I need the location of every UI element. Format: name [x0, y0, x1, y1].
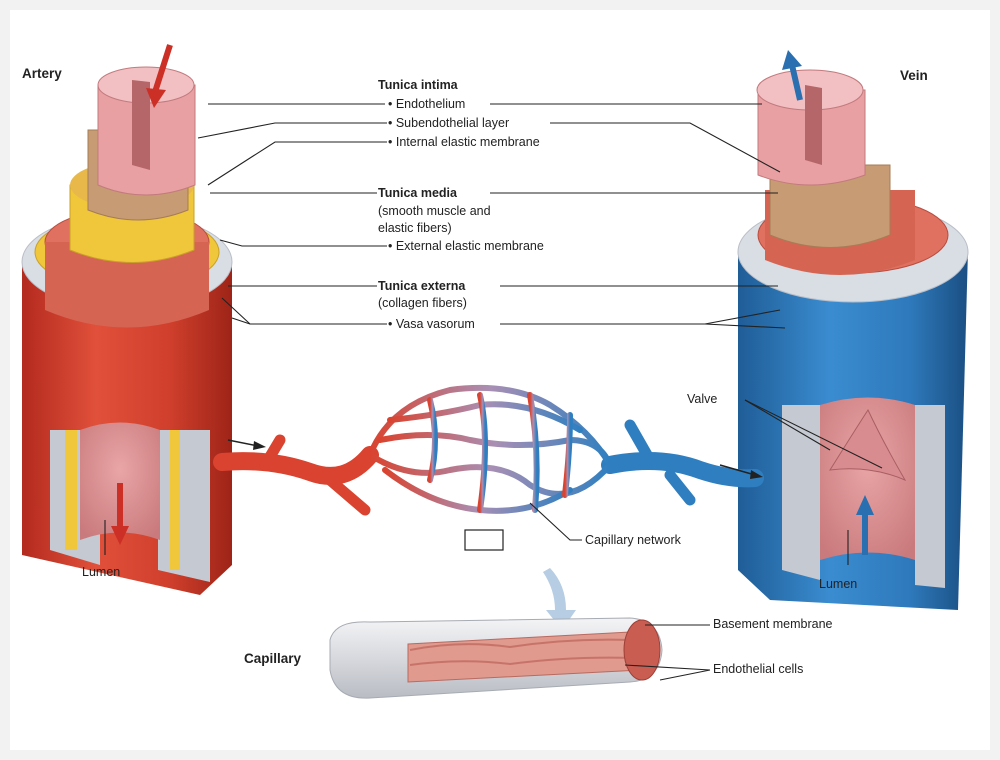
blood-vessel-illustration [21, 44, 969, 699]
flow-pointer-right-head [750, 470, 763, 479]
artery-lumen [80, 422, 160, 540]
vein-cut-wall-left [782, 405, 820, 580]
vein-valve [829, 408, 907, 482]
leader-vasa-artery-1 [221, 297, 387, 325]
vasa-vasorum-label: • Vasa vasorum [388, 317, 475, 331]
endothelial-cell-lines [409, 638, 631, 651]
vein-lumen-slot [805, 85, 822, 165]
flow-pointer-left [227, 439, 259, 447]
tunica-externa-desc: (collagen fibers) [378, 296, 467, 310]
valve-label: Valve [687, 392, 718, 406]
vein-label: Vein [900, 68, 928, 83]
artery-elastic-stripe [65, 430, 77, 550]
capillary-network [367, 384, 613, 514]
vein-lumen-label: Lumen [819, 577, 858, 591]
leader-external-elastic [219, 239, 387, 247]
tunica-media-desc-2: elastic fibers) [378, 221, 452, 235]
flow-pointer-left-head [253, 441, 266, 450]
diagram-canvas: Artery Vein Tunica intima • Endothelium … [10, 10, 990, 750]
leader-endothelial-2 [659, 669, 711, 681]
artery-label: Artery [22, 66, 62, 81]
artery-lumen-label: Lumen [82, 565, 121, 579]
leader-internal-elastic [207, 141, 387, 186]
artery-illustration [21, 66, 233, 595]
artery-lumen-arrowhead [111, 526, 129, 545]
capillary-open-end [623, 619, 661, 681]
vein-lumen-arrowhead [856, 495, 874, 515]
tunica-intima-label: Tunica intima [378, 78, 458, 92]
leader-valve-2 [744, 399, 883, 469]
flow-arrows [111, 44, 874, 555]
subendothelial-label: • Subendothelial layer [388, 116, 510, 130]
vein-subendothelial [769, 164, 891, 248]
capillary-zoom-box [464, 529, 504, 551]
artery-cut-wall-right [158, 430, 210, 582]
artery-media-side [45, 242, 209, 328]
basement-membrane-label: Basement membrane [713, 617, 833, 631]
leader-endothelial-1 [624, 664, 711, 671]
venule-branch [601, 419, 764, 506]
endothelium-label: • Endothelium [388, 97, 466, 111]
artery-elastic-stripe-2 [170, 430, 180, 570]
external-elastic-label: • External elastic membrane [388, 239, 544, 253]
tunica-externa-label: Tunica externa [378, 279, 466, 293]
capillary-label: Capillary [244, 651, 302, 666]
leader-valve-1 [744, 399, 831, 451]
capillary-network-label: Capillary network [585, 533, 681, 547]
vein-outflow-arrow [789, 64, 803, 101]
endothelial-cells-label: Endothelial cells [713, 662, 804, 676]
arteriole-branch [213, 434, 379, 516]
tunica-media-label: Tunica media [378, 186, 457, 200]
artery-inflow-arrow [152, 44, 173, 93]
artery-inflow-arrowhead [146, 88, 166, 108]
leader-vasa-vein-2 [704, 323, 786, 329]
vein-illustration [737, 69, 969, 610]
leader-vasa-artery-2 [231, 317, 251, 325]
endothelial-cell-lines-2 [409, 656, 636, 666]
leader-subendothelial-vein [550, 122, 781, 173]
zoom-arrow [543, 568, 576, 630]
vein-outflow-arrowhead [782, 50, 802, 70]
leader-capillary-network [529, 502, 582, 541]
artery-lumen-slot [132, 80, 150, 170]
tunica-media-desc-1: (smooth muscle and [378, 204, 491, 218]
leader-subendothelial-artery [197, 122, 387, 139]
vein-cut-wall-right [915, 405, 945, 588]
flow-pointer-right [719, 464, 756, 476]
leader-lines [104, 103, 883, 681]
internal-elastic-label: • Internal elastic membrane [388, 135, 540, 149]
vein-lumen [820, 397, 915, 560]
capillary-illustration [329, 617, 663, 699]
